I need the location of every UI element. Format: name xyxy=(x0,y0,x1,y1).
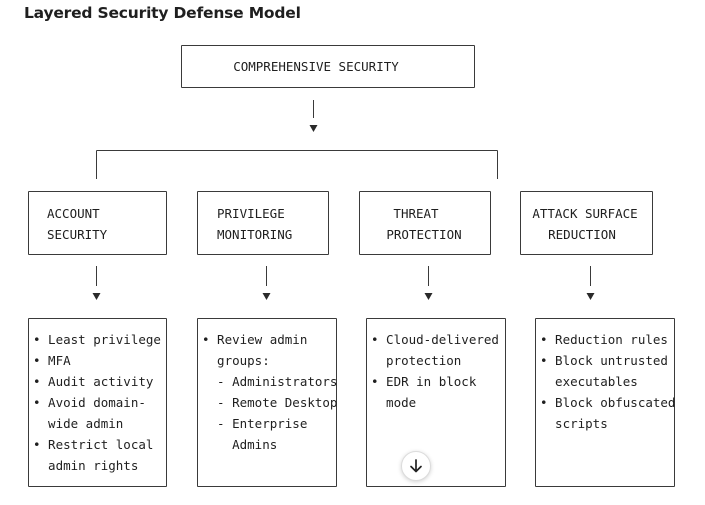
detail-line: - Administrators xyxy=(202,374,337,389)
header-line: THREAT xyxy=(393,206,439,221)
arrowhead-attack-surface-reduction xyxy=(586,293,595,300)
header-line: PRIVILEGE xyxy=(217,206,285,221)
branch-bracket xyxy=(96,150,498,179)
detail-line: executables xyxy=(540,374,638,389)
arrowhead-privilege-monitoring xyxy=(262,293,271,300)
detail-line: protection xyxy=(371,353,461,368)
detail-line: • Avoid domain- xyxy=(33,395,146,410)
detail-line: scripts xyxy=(540,416,608,431)
header-box-privilege-monitoring xyxy=(197,191,329,255)
detail-line: • Review admin xyxy=(202,332,307,347)
header-line: MONITORING xyxy=(217,227,292,242)
header-line: REDUCTION xyxy=(548,227,616,242)
detail-line: groups: xyxy=(202,353,270,368)
detail-line: - Remote Desktop xyxy=(202,395,337,410)
arrowhead-root xyxy=(309,125,318,132)
arrow-down-icon xyxy=(410,459,422,473)
detail-line: mode xyxy=(371,395,416,410)
detail-line: wide admin xyxy=(33,416,123,431)
detail-box-privilege-monitoring xyxy=(197,318,337,487)
detail-line: Admins xyxy=(202,437,277,452)
detail-box-account-security xyxy=(28,318,167,487)
header-line: SECURITY xyxy=(47,227,108,242)
arrowhead-threat-protection xyxy=(424,293,433,300)
detail-box-attack-surface-reduction xyxy=(535,318,675,487)
root-label: COMPREHENSIVE SECURITY xyxy=(233,59,399,74)
root-box xyxy=(181,45,475,88)
header-box-account-security xyxy=(28,191,167,255)
detail-box-threat-protection xyxy=(366,318,506,487)
detail-line: • Least privilege xyxy=(33,332,161,347)
detail-line: - Enterprise xyxy=(202,416,307,431)
scroll-down-button[interactable] xyxy=(401,451,431,481)
detail-line: admin rights xyxy=(33,458,138,473)
detail-line: • Audit activity xyxy=(33,374,154,389)
diagram-title: Layered Security Defense Model xyxy=(24,4,301,22)
header-box-threat-protection xyxy=(359,191,491,255)
arrowhead-account-security xyxy=(92,293,101,300)
detail-line: • Block untrusted xyxy=(540,353,668,368)
detail-line: • Block obfuscated xyxy=(540,395,675,410)
detail-line: • Reduction rules xyxy=(540,332,668,347)
detail-line: • EDR in block xyxy=(371,374,477,389)
detail-line: • Cloud-delivered xyxy=(371,332,499,347)
header-box-attack-surface-reduction xyxy=(520,191,653,255)
header-line: PROTECTION xyxy=(386,227,461,242)
detail-line: • MFA xyxy=(33,353,71,368)
header-line: ATTACK SURFACE xyxy=(532,206,637,221)
detail-line: • Restrict local xyxy=(33,437,153,452)
header-line: ACCOUNT xyxy=(47,206,100,221)
